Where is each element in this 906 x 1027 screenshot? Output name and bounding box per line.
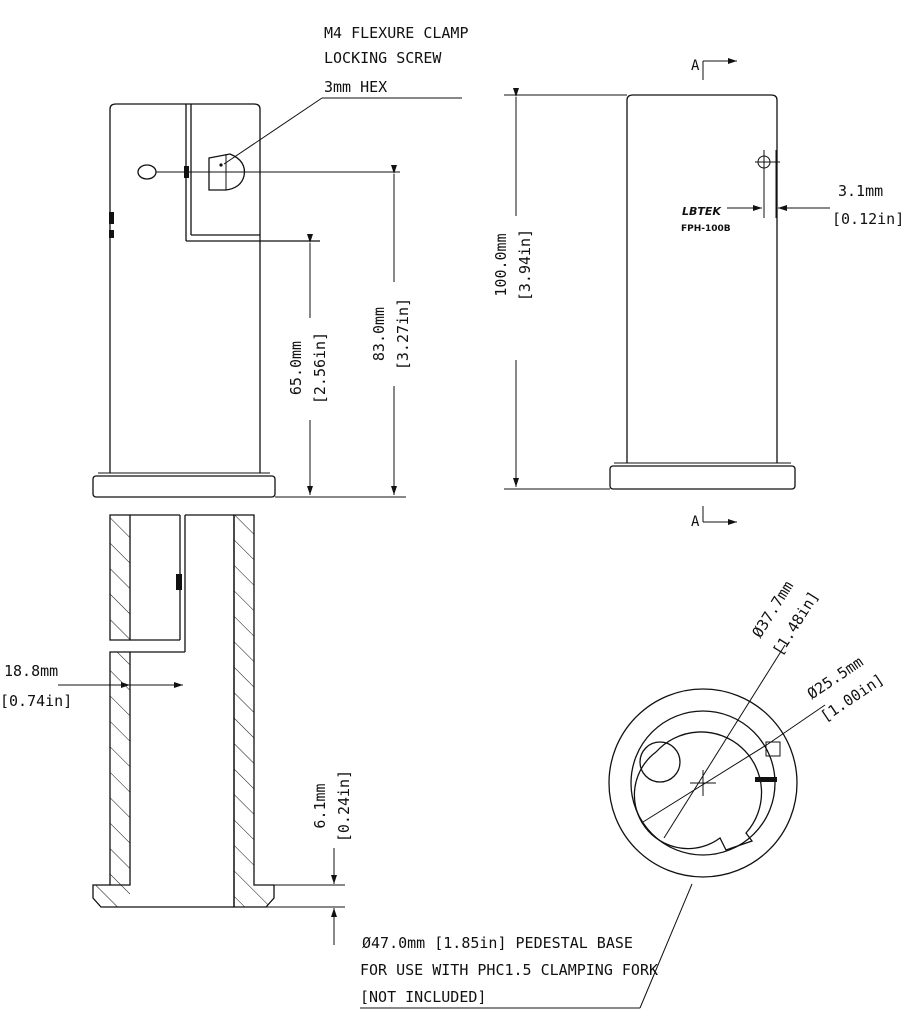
- dimension-65mm: 65.0mm [2.56in]: [287, 234, 329, 495]
- dimension-3-1mm-value: 3.1mm: [838, 182, 883, 200]
- section-mark-top: A: [691, 58, 737, 80]
- top-view: [608, 644, 826, 878]
- side-view: [92, 103, 406, 498]
- screw-callout: M4 FLEXURE CLAMP LOCKING SCREW 3mm HEX: [223, 24, 469, 165]
- brand-logo: LBTEK: [682, 205, 722, 218]
- dimension-6-1mm: 6.1mm [0.24in]: [311, 770, 353, 945]
- dimension-6-1mm-inch: [0.24in]: [335, 770, 353, 842]
- section-a-top-label: A: [691, 58, 700, 74]
- dimension-100mm-inch: [3.94in]: [516, 229, 534, 301]
- screw-callout-line2: LOCKING SCREW: [324, 49, 442, 67]
- screw-callout-line3: 3mm HEX: [324, 78, 387, 96]
- dimension-100mm-value: 100.0mm: [492, 233, 510, 296]
- dimension-65mm-value: 65.0mm: [287, 341, 305, 395]
- dimension-18-8mm: 18.8mm [0.74in]: [0, 662, 183, 710]
- section-a-bottom-label: A: [691, 514, 700, 530]
- pin-hole: [137, 164, 157, 180]
- front-view: LBTEK FPH-100B: [504, 94, 796, 490]
- dimension-100mm: 100.0mm [3.94in]: [492, 88, 534, 487]
- dimension-65mm-inch: [2.56in]: [311, 332, 329, 404]
- base-callout-line2: FOR USE WITH PHC1.5 CLAMPING FORK: [360, 961, 658, 979]
- dimension-83mm: 83.0mm [3.27in]: [370, 165, 412, 495]
- dimension-83mm-value: 83.0mm: [370, 307, 388, 361]
- dimension-18-8mm-value: 18.8mm: [4, 662, 58, 680]
- model-label: FPH-100B: [681, 224, 731, 234]
- dimension-3-1mm-inch: [0.12in]: [832, 210, 904, 228]
- dimension-25-5mm: Ø25.5mm [1.00in]: [804, 653, 887, 726]
- dimension-3-1mm: 3.1mm [0.12in]: [727, 182, 904, 228]
- dimension-83mm-inch: [3.27in]: [394, 298, 412, 370]
- screw-callout-line1: M4 FLEXURE CLAMP: [324, 24, 469, 42]
- front-screw-mark: [755, 150, 780, 218]
- section-view: [92, 514, 345, 908]
- pedestal-base: [92, 475, 276, 498]
- front-pedestal-base: [609, 465, 796, 490]
- base-callout-line3: [NOT INCLUDED]: [360, 988, 486, 1006]
- base-callout-line1: Ø47.0mm [1.85in] PEDESTAL BASE: [362, 934, 633, 952]
- dimension-37-7mm: Ø37.7mm [1.48in]: [748, 578, 822, 659]
- section-mark-bottom: A: [691, 506, 737, 530]
- dimension-18-8mm-inch: [0.74in]: [0, 692, 72, 710]
- base-callout: Ø47.0mm [1.85in] PEDESTAL BASE FOR USE W…: [360, 883, 693, 1009]
- dimension-6-1mm-value: 6.1mm: [311, 783, 329, 828]
